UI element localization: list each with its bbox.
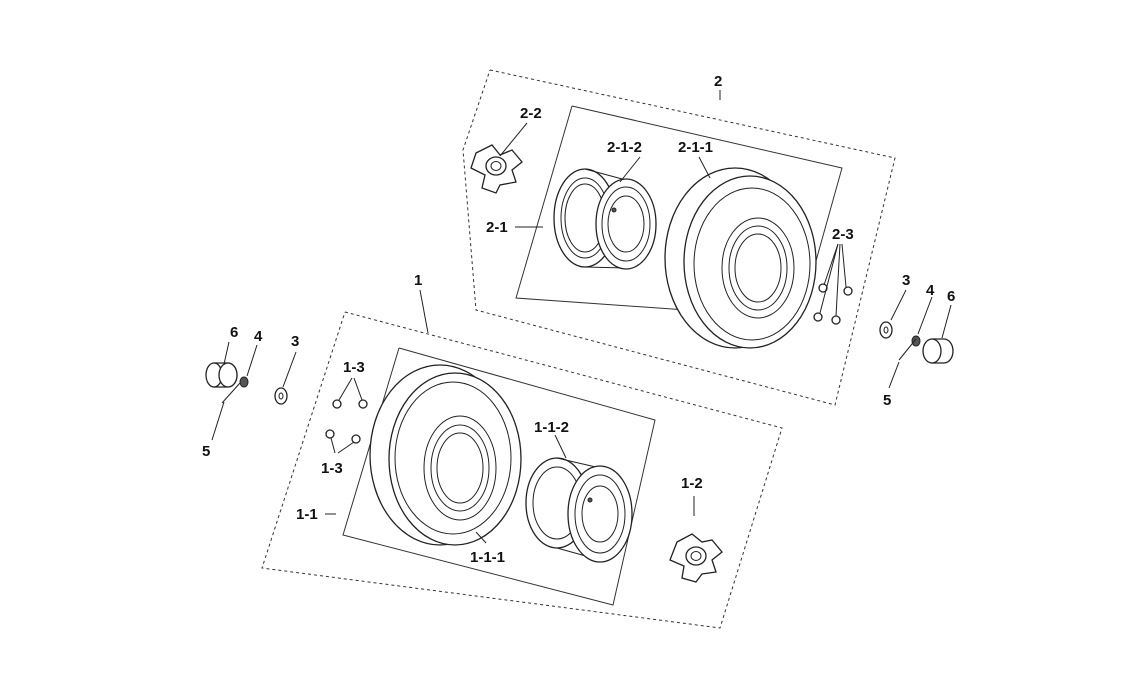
label-left-washer-3: 3 bbox=[291, 333, 299, 350]
right-washer-3 bbox=[879, 321, 893, 339]
label-1-1-1: 1-1-1 bbox=[470, 549, 505, 566]
left-nut-4 bbox=[239, 376, 249, 388]
tire-1-1-1 bbox=[369, 364, 522, 546]
hub-1-2 bbox=[669, 533, 723, 583]
label-left-nut-4: 4 bbox=[254, 328, 263, 345]
left-washer-3 bbox=[274, 387, 288, 405]
nuts-1-3 bbox=[325, 377, 368, 454]
nuts-2-3 bbox=[813, 243, 853, 325]
leader-lines bbox=[211, 90, 952, 544]
label-1-3-lower: 1-3 bbox=[321, 460, 343, 477]
label-1-1: 1-1 bbox=[296, 506, 318, 523]
label-1-3-upper: 1-3 bbox=[343, 359, 365, 376]
label-assembly-2: 2 bbox=[714, 73, 722, 90]
right-nut-4 bbox=[911, 335, 921, 347]
tire-2-1-1 bbox=[664, 167, 817, 349]
label-1-1-2: 1-1-2 bbox=[534, 419, 569, 436]
label-2-2: 2-2 bbox=[520, 105, 542, 122]
right-cap-6 bbox=[922, 338, 954, 364]
label-left-cap-6: 6 bbox=[230, 324, 238, 341]
label-2-1-2: 2-1-2 bbox=[607, 139, 642, 156]
label-right-washer-3: 3 bbox=[902, 272, 910, 289]
label-2-1: 2-1 bbox=[486, 219, 508, 236]
callout-labels: 2 2-2 2-1-2 2-1-1 2-1 2-3 3 4 6 5 1 6 4 … bbox=[202, 73, 955, 566]
label-2-1-1: 2-1-1 bbox=[678, 139, 713, 156]
left-cap-6 bbox=[205, 362, 238, 388]
assembly-1-frame bbox=[261, 311, 783, 629]
rim-1-1-2 bbox=[525, 457, 633, 563]
label-assembly-1: 1 bbox=[414, 272, 422, 289]
left-pin-5 bbox=[221, 382, 241, 404]
label-1-2: 1-2 bbox=[681, 475, 703, 492]
label-right-nut-4: 4 bbox=[926, 282, 935, 299]
label-right-cap-6: 6 bbox=[947, 288, 955, 305]
hub-2-2 bbox=[470, 144, 523, 194]
label-left-pin-5: 5 bbox=[202, 443, 210, 460]
right-pin-5 bbox=[898, 338, 917, 361]
label-2-3: 2-3 bbox=[832, 226, 854, 243]
rim-2-1-2 bbox=[553, 168, 657, 270]
label-right-pin-5: 5 bbox=[883, 392, 891, 409]
